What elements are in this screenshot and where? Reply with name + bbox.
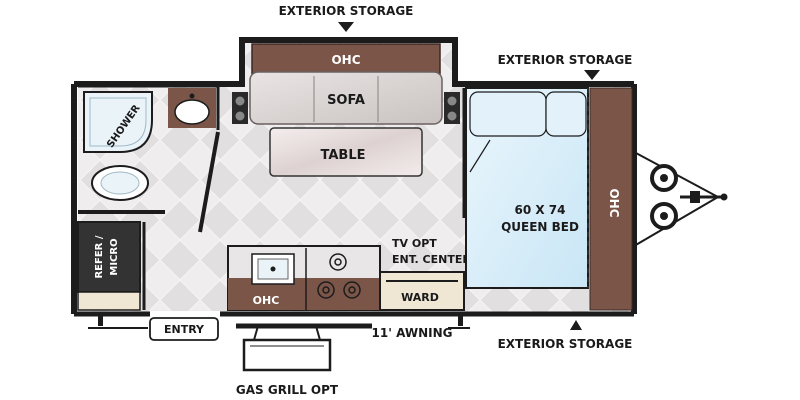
bed-ohc — [589, 87, 633, 311]
speaker-right — [444, 92, 460, 124]
refer-micro — [77, 221, 146, 311]
sofa — [249, 71, 443, 125]
sofa-label: SOFA — [327, 93, 365, 108]
gas-grill — [242, 325, 332, 372]
refer-label-line2: MICRO — [109, 238, 120, 275]
top-wall — [74, 37, 634, 87]
exterior-storage-top-arrow — [338, 22, 354, 32]
bed-label-line2: QUEEN BED — [501, 220, 579, 234]
exterior-storage-top-label: EXTERIOR STORAGE — [279, 4, 414, 18]
exterior-storage-right-label: EXTERIOR STORAGE — [498, 53, 633, 67]
exterior-storage-right-arrow — [584, 70, 600, 80]
entry-opening — [150, 311, 220, 317]
awning-label: 11' AWNING — [372, 326, 453, 340]
wardrobe — [379, 271, 465, 311]
entry-label: ENTRY — [164, 323, 205, 336]
bed-label-line1: 60 X 74 — [514, 203, 565, 217]
refer-label-line1: REFER / — [94, 235, 105, 278]
entry-step — [149, 317, 219, 341]
tv-label-line1: TV OPT — [392, 237, 437, 250]
stabilizer-jacks — [98, 314, 463, 326]
gas-grill-label: GAS GRILL OPT — [236, 383, 339, 397]
table-label: TABLE — [321, 148, 366, 163]
exterior-storage-bottom-arrow — [570, 320, 582, 330]
bathroom — [78, 84, 220, 233]
kitchen — [227, 245, 381, 311]
table — [269, 127, 423, 177]
queen-bed — [465, 87, 589, 289]
slideout-ohc — [252, 44, 440, 74]
speaker-left — [232, 92, 248, 124]
bed-ohc-label: OHC — [607, 188, 621, 217]
slideout-ohc-label: OHC — [331, 53, 360, 67]
exterior-storage-bottom-label: EXTERIOR STORAGE — [498, 337, 633, 351]
tv-label-line2: ENT. CENTER — [392, 253, 471, 266]
kitchen-ohc-label: OHC — [253, 294, 280, 307]
wardrobe-label: WARD — [401, 291, 439, 304]
hitch — [633, 151, 728, 247]
